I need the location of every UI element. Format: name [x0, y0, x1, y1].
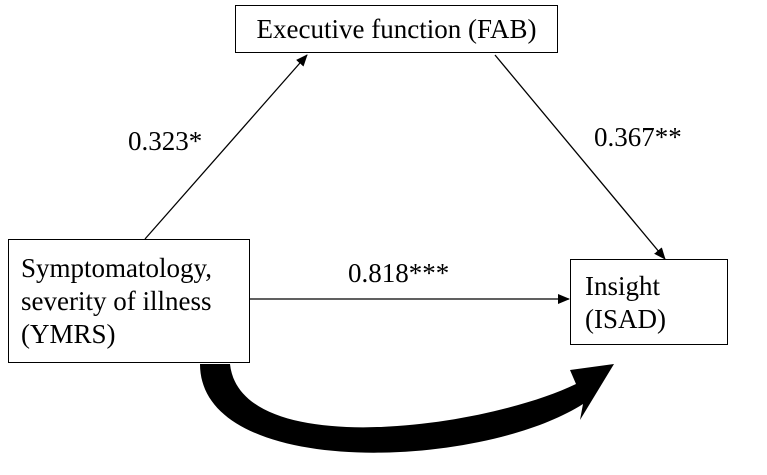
predictor-box-symptomatology: Symptomatology, severity of illness (YMR…: [8, 239, 250, 363]
arrow-ymrs-to-fab: [144, 54, 308, 240]
mediator-box-executive-function: Executive function (FAB): [235, 5, 558, 53]
predictor-label: Symptomatology, severity of illness (YMR…: [21, 253, 213, 349]
arrow-fab-to-isad: [494, 54, 666, 260]
thick-curved-arrow-total-effect: [200, 364, 614, 453]
coefficient-total-effect: 0.781***: [349, 424, 451, 454]
outcome-box-insight: Insight (ISAD): [570, 259, 728, 345]
coefficient-ymrs-to-fab: 0.323*: [128, 126, 203, 156]
coefficient-fab-to-isad: 0.367**: [594, 122, 682, 152]
coefficient-direct-effect: 0.818***: [348, 258, 450, 288]
outcome-label: Insight (ISAD): [585, 271, 666, 334]
mediator-label: Executive function (FAB): [256, 14, 537, 44]
